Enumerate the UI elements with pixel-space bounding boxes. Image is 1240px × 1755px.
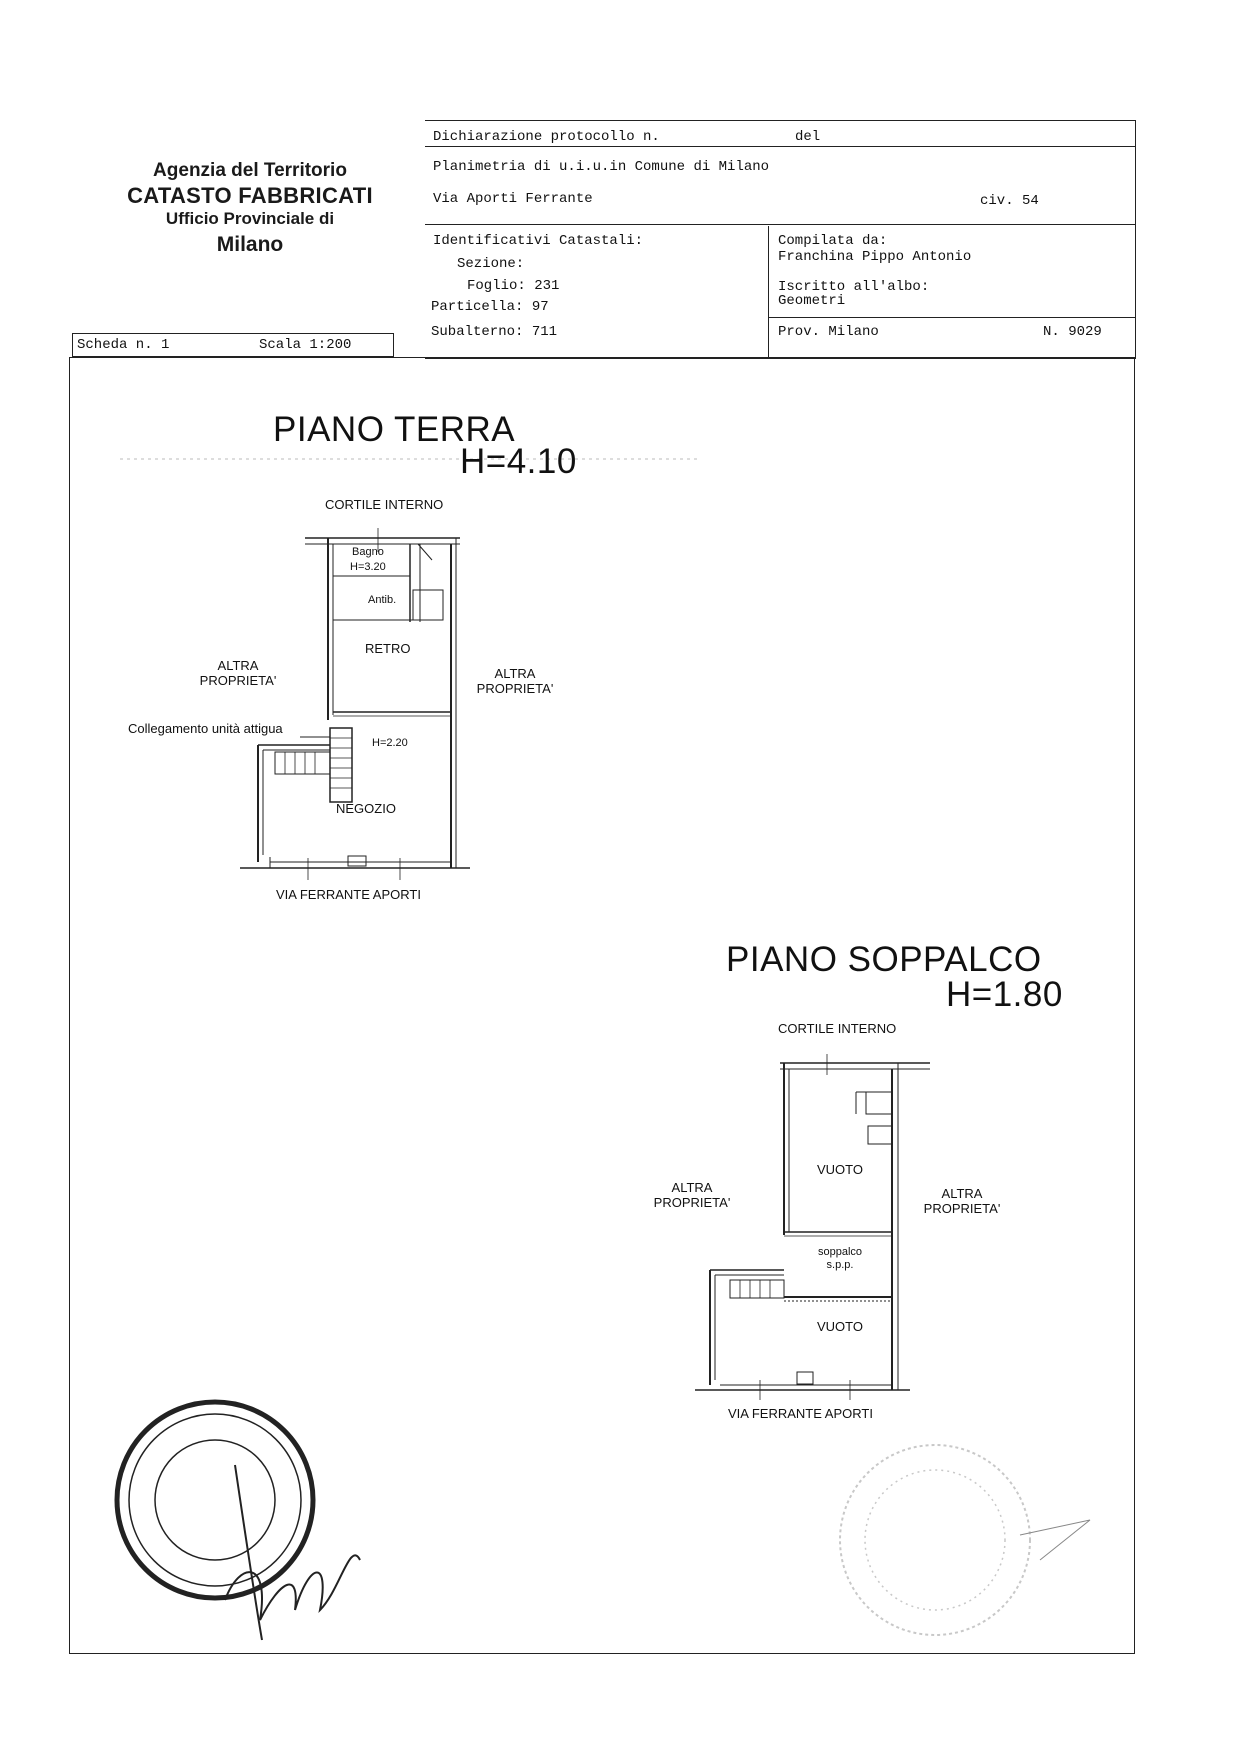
city-label: Milano <box>216 232 284 256</box>
ground-floor-plan <box>240 528 470 880</box>
mezzanine-left-neighbor-line2: PROPRIETA' <box>653 1195 731 1210</box>
mezzanine-courtyard-label: CORTILE INTERNO <box>778 1021 897 1036</box>
retro-label: RETRO <box>365 641 411 656</box>
agency-name: Agenzia del Territorio <box>153 160 347 181</box>
foglio-field: Foglio: 231 <box>467 278 560 294</box>
identificativi-label: Identificativi Catastali: <box>433 233 644 249</box>
compilata-label: Compilata da: <box>778 233 888 249</box>
header-divider <box>425 146 1135 147</box>
iscritto-label: Iscritto all'albo: <box>778 279 930 295</box>
address-label: Via Aporti Ferrante <box>433 191 593 207</box>
collegamento-label: Collegamento unità attigua <box>128 721 283 736</box>
embossed-seal <box>839 1444 1091 1636</box>
soppalco-label: soppalco <box>817 1246 863 1258</box>
drawing-frame <box>69 357 1135 1654</box>
ground-street-label: VIA FERRANTE APORTI <box>276 887 421 902</box>
stair-zone-height: H=2.20 <box>372 737 408 749</box>
mezzanine-left-neighbor-line1: ALTRA <box>671 1180 713 1195</box>
vuoto-top-label: VUOTO <box>817 1162 863 1177</box>
scheda-box: Scheda n. 1 Scala 1:200 <box>72 333 394 357</box>
ground-courtyard-label: CORTILE INTERNO <box>325 497 444 512</box>
header-column-divider <box>768 226 769 359</box>
albo-value: Geometri <box>778 293 846 309</box>
mezzanine-floor-plan <box>695 1054 930 1400</box>
subalterno-field: Subalterno: 711 <box>431 324 558 340</box>
declaration-header: Dichiarazione protocollo n. del Planimet… <box>425 120 1136 359</box>
scale-label: Scala 1:200 <box>259 337 352 353</box>
civic-number: civ. 54 <box>980 193 1039 209</box>
bathroom-height: H=3.20 <box>350 561 386 573</box>
ufficio-label: Ufficio Provinciale di <box>165 209 335 229</box>
header-bottom-line <box>425 358 1135 359</box>
mezzanine-right-neighbor-line2: PROPRIETA' <box>923 1201 1001 1216</box>
header-divider <box>425 224 1135 225</box>
planimetria-label: Planimetria di u.i.u.in Comune di Milano <box>433 159 770 175</box>
negozio-label: NEGOZIO <box>336 801 396 816</box>
geometri-stamp <box>114 1399 361 1641</box>
antibagno-label: Antib. <box>368 594 397 606</box>
scheda-number: Scheda n. 1 <box>77 337 170 353</box>
catasto-title: CATASTO FABBRICATI <box>127 182 373 208</box>
ground-right-neighbor-line2: PROPRIETA' <box>476 681 554 696</box>
ground-floor-title: PIANO TERRA <box>273 410 516 449</box>
mezzanine-height: H=1.80 <box>946 975 1063 1014</box>
mezzanine-title: PIANO SOPPALCO <box>726 940 1042 979</box>
compilata-name: Franchina Pippo Antonio <box>778 249 972 265</box>
soppalco-spp-label: s.p.p. <box>826 1259 854 1271</box>
del-label: del <box>795 129 821 145</box>
mezzanine-street-label: VIA FERRANTE APORTI <box>728 1406 873 1421</box>
particella-field: Particella: 97 <box>431 299 549 315</box>
ground-right-neighbor-line1: ALTRA <box>494 666 536 681</box>
bathroom-label: Bagno <box>352 546 384 558</box>
ground-left-neighbor-line1: ALTRA <box>217 658 259 673</box>
ground-left-neighbor-line2: PROPRIETA' <box>199 673 277 688</box>
dichiarazione-label: Dichiarazione protocollo n. <box>433 129 660 145</box>
mezzanine-right-neighbor-line1: ALTRA <box>941 1186 983 1201</box>
vuoto-bottom-label: VUOTO <box>817 1319 863 1334</box>
province-label: Prov. Milano <box>778 324 879 340</box>
ground-floor-height: H=4.10 <box>460 442 577 481</box>
registration-number: N. 9029 <box>1043 324 1102 340</box>
sezione-field: Sezione: <box>457 256 525 272</box>
agency-block: Agenzia del Territorio CATASTO FABBRICAT… <box>120 160 380 257</box>
header-divider <box>768 317 1135 318</box>
